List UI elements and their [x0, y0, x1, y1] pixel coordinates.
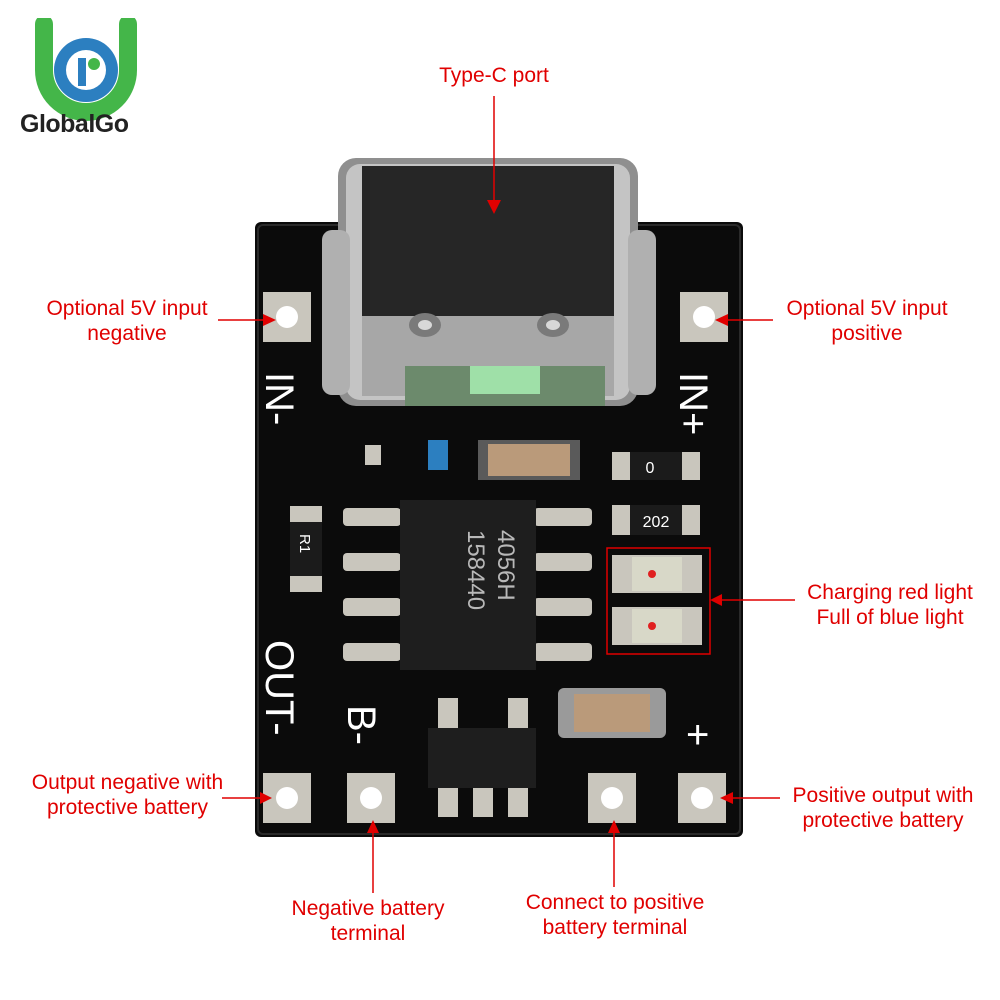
label-in-neg-line2: negative	[87, 322, 167, 345]
label-b-pos-line1: Connect to positive	[525, 891, 705, 914]
pad-b-neg	[347, 773, 395, 823]
label-type-c: Type-C port	[404, 63, 584, 88]
pad-in-neg	[263, 292, 311, 342]
silk-res-0: 0	[646, 460, 655, 477]
silk-res-r1: R1	[296, 534, 313, 553]
label-in-pos-line1: Optional 5V input	[786, 297, 948, 320]
label-in-neg: Optional 5V input negative	[22, 296, 232, 346]
led-highlight-box	[606, 547, 711, 655]
logo-text: GlobalGo	[20, 110, 129, 138]
silk-in-neg: IN-	[257, 372, 301, 425]
silk-out-neg: OUT-	[257, 640, 301, 736]
silk-in-pos: IN+	[671, 372, 715, 435]
pad-in-pos	[680, 292, 728, 342]
pad-out-pos	[678, 773, 726, 823]
status-leds	[612, 555, 702, 645]
pad-b-pos	[588, 773, 636, 823]
chip-marking-1: 4056H	[492, 530, 519, 601]
silk-res-202: 202	[643, 514, 670, 531]
label-in-neg-line1: Optional 5V input	[46, 297, 208, 320]
silk-b-neg: B-	[339, 705, 383, 745]
label-b-pos: Connect to positive battery terminal	[505, 890, 725, 940]
label-leds-line1: Charging red light	[807, 581, 973, 604]
label-b-neg-line2: terminal	[330, 922, 406, 945]
label-out-neg-line2: protective battery	[46, 796, 209, 819]
chip-marking-2: 158440	[462, 530, 489, 610]
label-b-neg-line1: Negative battery	[291, 897, 445, 920]
label-out-neg: Output negative with protective battery	[10, 770, 245, 820]
label-in-pos: Optional 5V input positive	[762, 296, 972, 346]
label-leds-line2: Full of blue light	[816, 606, 964, 629]
label-leds: Charging red light Full of blue light	[790, 580, 990, 630]
charger-ic	[343, 500, 592, 670]
label-type-c-text: Type-C port	[439, 64, 549, 87]
label-out-neg-line1: Output negative with	[31, 771, 224, 794]
label-in-pos-line2: positive	[831, 322, 903, 345]
type-c-connector	[322, 158, 656, 406]
label-b-pos-line2: battery terminal	[542, 916, 688, 939]
label-b-neg: Negative battery terminal	[268, 896, 468, 946]
globalgo-logo	[35, 18, 137, 121]
protection-ic	[428, 698, 536, 817]
label-out-pos-line1: Positive output with	[792, 784, 974, 807]
silk-plus: +	[686, 713, 709, 757]
label-out-pos-line2: protective battery	[802, 809, 964, 832]
label-out-pos: Positive output with protective battery	[772, 783, 994, 833]
